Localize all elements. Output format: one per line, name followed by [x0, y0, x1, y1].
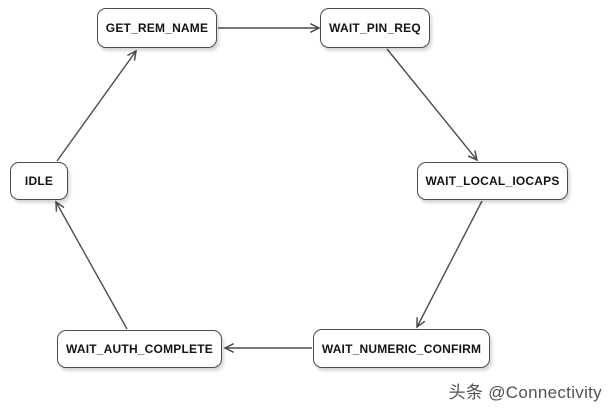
state-node-wait-auth-complete: WAIT_AUTH_COMPLETE	[57, 330, 222, 368]
state-label-get-rem-name: GET_REM_NAME	[105, 21, 209, 35]
state-node-wait-pin-req: WAIT_PIN_REQ	[320, 8, 430, 48]
state-node-wait-local-iocaps: WAIT_LOCAL_IOCAPS	[417, 162, 568, 200]
state-node-idle: IDLE	[10, 162, 68, 200]
edge-wait-local-iocaps-to-wait-numeric-confirm	[416, 200, 483, 329]
state-node-wait-numeric-confirm: WAIT_NUMERIC_CONFIRM	[313, 329, 490, 368]
state-label-wait-local-iocaps: WAIT_LOCAL_IOCAPS	[425, 174, 560, 188]
edge-wait-pin-req-to-wait-local-iocaps	[386, 48, 479, 162]
state-label-wait-pin-req: WAIT_PIN_REQ	[329, 21, 421, 35]
state-label-wait-numeric-confirm: WAIT_NUMERIC_CONFIRM	[321, 341, 482, 356]
state-label-idle: IDLE	[24, 174, 54, 188]
state-node-get-rem-name: GET_REM_NAME	[97, 8, 217, 48]
edge-idle-to-get-rem-name	[56, 49, 137, 162]
watermark: 头条 @Connectivity	[448, 383, 602, 402]
edge-wait-auth-complete-to-idle	[55, 200, 128, 330]
state-label-wait-auth-complete: WAIT_AUTH_COMPLETE	[66, 342, 213, 356]
